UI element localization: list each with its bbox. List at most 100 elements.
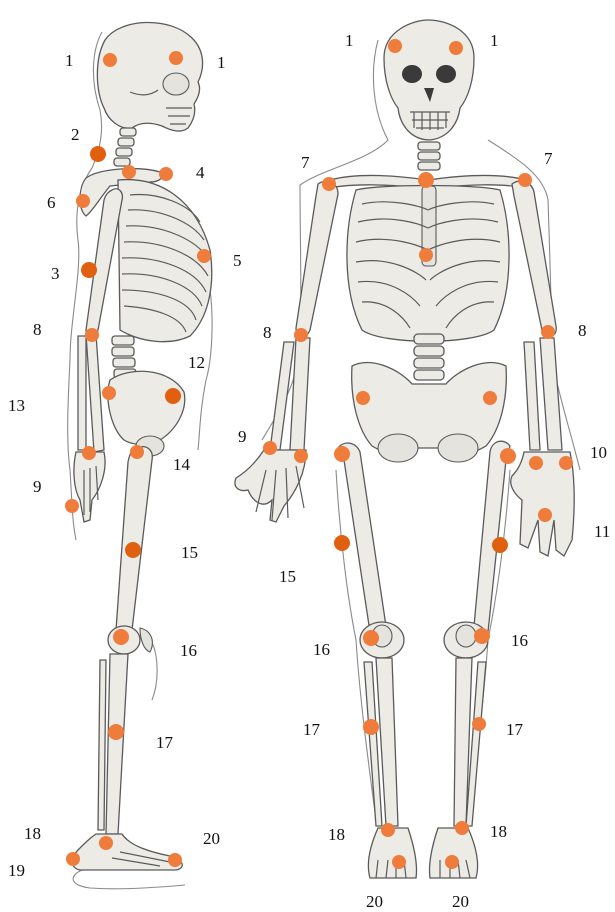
marker-front-sternum-top [418, 172, 434, 188]
marker-front-7a [322, 177, 336, 191]
marker-side-20 [168, 853, 182, 867]
marker-front-thigh-left [334, 446, 350, 462]
marker-side-1a [103, 53, 117, 67]
marker-front-7b [518, 173, 532, 187]
label-front-17b: 17 [506, 721, 523, 738]
label-front-8b: 8 [578, 322, 587, 339]
marker-side-4a [122, 165, 136, 179]
marker-front-10b [559, 456, 573, 470]
marker-side-19 [66, 852, 80, 866]
marker-side-14 [130, 445, 144, 459]
marker-side-wrist [82, 446, 96, 460]
label-side-16: 16 [180, 642, 197, 659]
side-rib-cage [118, 180, 212, 342]
side-skull [97, 22, 202, 131]
marker-side-3 [81, 262, 97, 278]
front-view-skeleton [235, 20, 580, 878]
front-left-hand [235, 450, 306, 522]
marker-side-12 [165, 388, 181, 404]
label-front-10: 10 [590, 444, 607, 461]
label-side-17: 17 [156, 734, 173, 751]
label-side-4: 4 [196, 164, 205, 181]
label-side-19: 19 [8, 862, 25, 879]
marker-front-9 [263, 441, 277, 455]
label-side-20: 20 [203, 830, 220, 847]
marker-front-20a [392, 855, 406, 869]
front-skull [384, 20, 474, 140]
marker-front-20b [445, 855, 459, 869]
label-side-1b: 1 [217, 54, 226, 71]
marker-front-10a [529, 456, 543, 470]
marker-side-1b [169, 51, 183, 65]
marker-side-17 [108, 724, 124, 740]
label-side-14: 14 [173, 456, 190, 473]
label-front-18a: 18 [328, 826, 345, 843]
marker-side-15 [125, 542, 141, 558]
label-front-20b: 20 [452, 893, 469, 910]
side-pelvis [108, 371, 185, 444]
label-front-1b: 1 [490, 32, 499, 49]
label-side-15: 15 [181, 544, 198, 561]
marker-side-13 [102, 386, 116, 400]
label-front-11: 11 [594, 523, 610, 540]
marker-front-thigh-right [500, 448, 516, 464]
label-front-7a: 7 [301, 154, 310, 171]
front-left-foot [368, 828, 416, 878]
label-side-6: 6 [47, 194, 56, 211]
front-left-humerus [296, 181, 338, 336]
marker-side-2 [90, 146, 106, 162]
marker-front-wrist-left [294, 449, 308, 463]
marker-front-15a [334, 535, 350, 551]
label-front-20a: 20 [366, 893, 383, 910]
label-side-1a: 1 [65, 52, 74, 69]
front-lumbar-spine [414, 334, 444, 380]
label-front-15: 15 [279, 568, 296, 585]
label-side-12: 12 [188, 354, 205, 371]
marker-side-4b [159, 167, 173, 181]
marker-front-11 [538, 508, 552, 522]
front-rib-cage [347, 186, 509, 342]
label-front-16a: 16 [313, 641, 330, 658]
front-right-forearm [540, 338, 562, 450]
marker-front-hip-right [483, 391, 497, 405]
side-tibia [106, 654, 128, 834]
label-side-3: 3 [51, 265, 60, 282]
label-side-2: 2 [71, 126, 80, 143]
marker-side-16 [113, 629, 129, 645]
label-front-1a: 1 [345, 32, 354, 49]
marker-front-8b [541, 325, 555, 339]
marker-front-hip-left [356, 391, 370, 405]
side-cervical-spine [114, 128, 136, 166]
marker-front-17b [472, 717, 486, 731]
label-side-5: 5 [233, 252, 242, 269]
side-foot [72, 834, 182, 870]
label-front-7b: 7 [544, 150, 553, 167]
marker-front-17a [363, 719, 379, 735]
marker-front-18b [455, 821, 469, 835]
label-side-13: 13 [8, 397, 25, 414]
label-front-18b: 18 [490, 823, 507, 840]
marker-front-1b [449, 41, 463, 55]
marker-front-16a [363, 630, 379, 646]
marker-front-8a [294, 328, 308, 342]
label-front-9: 9 [238, 428, 247, 445]
marker-front-sternum-low [419, 248, 433, 262]
front-right-foot [429, 828, 477, 878]
marker-front-1a [388, 39, 402, 53]
label-side-8: 8 [33, 321, 42, 338]
label-front-16b: 16 [511, 632, 528, 649]
marker-side-6 [76, 194, 90, 208]
marker-front-15b [492, 537, 508, 553]
marker-side-8 [85, 328, 99, 342]
front-cervical-spine [418, 142, 440, 170]
front-left-forearm [290, 338, 310, 450]
marker-side-18 [99, 836, 113, 850]
marker-front-16b [474, 628, 490, 644]
marker-side-9 [65, 499, 79, 513]
label-front-8a: 8 [263, 324, 272, 341]
marker-front-18a [381, 823, 395, 837]
side-forearm [86, 334, 104, 452]
marker-side-5 [197, 249, 211, 263]
label-front-17a: 17 [303, 721, 320, 738]
label-side-18: 18 [24, 825, 41, 842]
